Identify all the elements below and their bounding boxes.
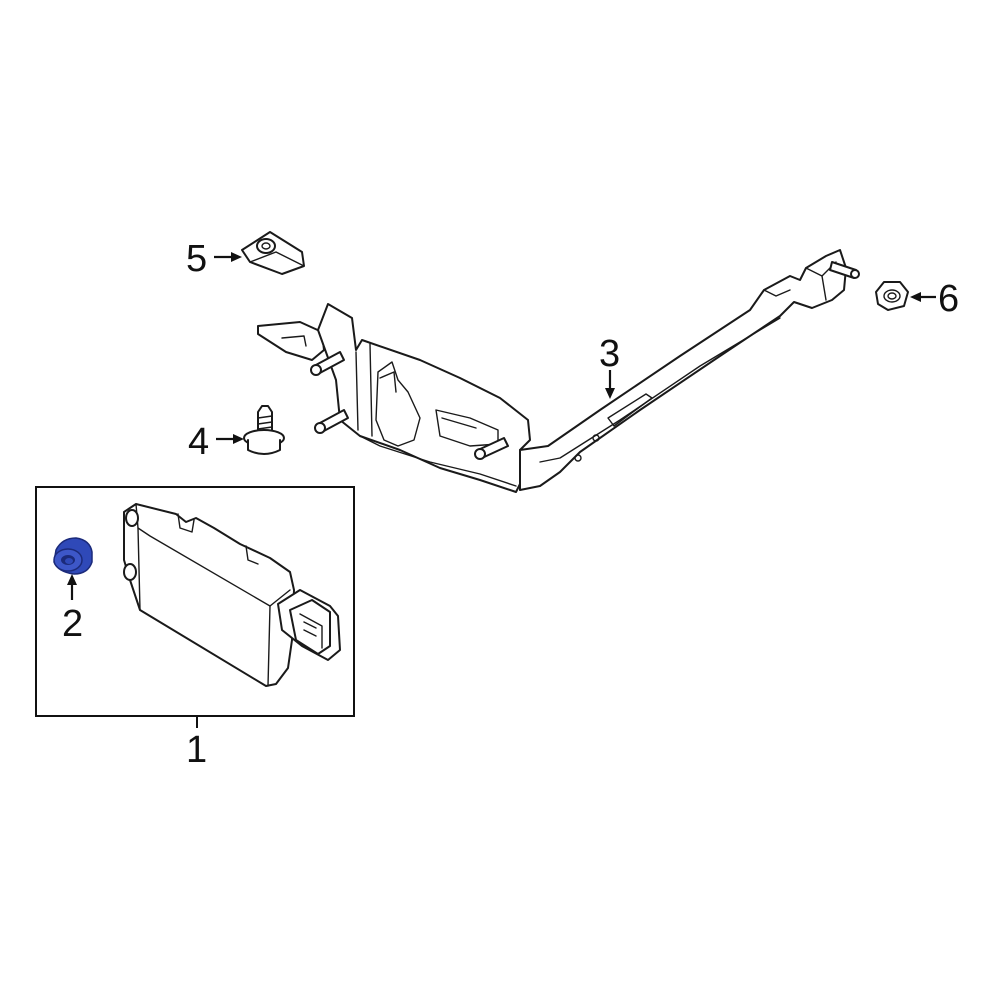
part1-group-box: [35, 486, 355, 717]
grommet-icon[interactable]: [53, 537, 93, 575]
callout-2: 2: [62, 603, 83, 645]
callout-5: 5: [186, 238, 207, 280]
mounting-bracket-icon[interactable]: [257, 249, 860, 493]
callout-5-arrowhead: [231, 252, 242, 262]
hex-nut-icon[interactable]: [875, 281, 909, 311]
callout-2-arrowhead: [67, 574, 77, 585]
callout-3-arrowhead: [605, 388, 615, 399]
control-module-icon[interactable]: [123, 503, 341, 687]
stud-upper: [310, 351, 345, 376]
callout-1: 1: [186, 729, 207, 771]
bolt-icon[interactable]: [243, 405, 285, 455]
callout-3: 3: [599, 333, 620, 375]
callout-4: 4: [188, 421, 209, 463]
stud-right: [474, 437, 509, 460]
callout-6-arrowhead: [910, 292, 921, 302]
callout-6: 6: [938, 278, 959, 320]
clip-nut-icon[interactable]: [241, 231, 305, 275]
callout-4-arrowhead: [233, 434, 244, 444]
stud-lower: [314, 409, 349, 434]
